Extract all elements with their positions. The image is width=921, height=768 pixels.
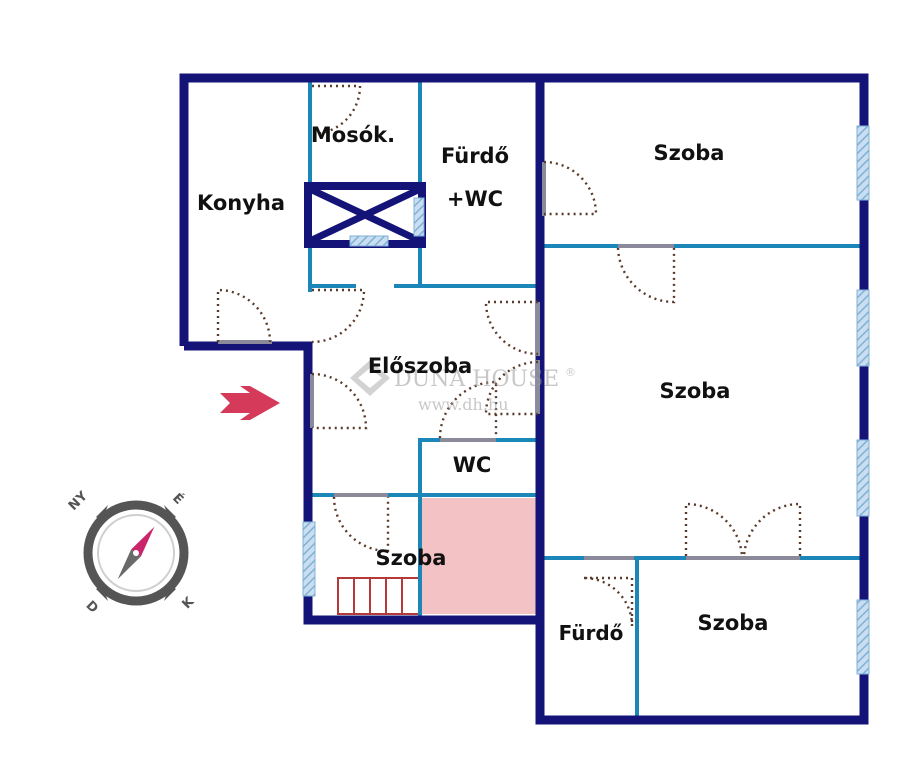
compass-north-label: É (169, 490, 187, 508)
label-szoba-center-right: Szoba (660, 379, 731, 403)
duna-house-logo-icon (350, 360, 390, 396)
door-sills (218, 162, 800, 560)
windows (302, 125, 870, 675)
duna-house-watermark: DUNA HOUSE ® www.dh.hu (350, 360, 576, 414)
label-furdo-bottom: Fürdő (559, 621, 624, 645)
label-furdo-wc-1: Fürdő (441, 144, 509, 168)
label-furdo-wc-2: +WC (447, 187, 503, 211)
compass-west-label: NY (66, 488, 91, 513)
door-swings (216, 84, 802, 627)
label-konyha: Konyha (197, 191, 285, 215)
watermark-brand: DUNA HOUSE (394, 367, 559, 392)
label-wc: WC (453, 453, 492, 477)
compass: NY É K D (66, 488, 198, 616)
label-mosokonyha: Mosók. (311, 123, 395, 147)
label-szoba-top-right: Szoba (654, 141, 725, 165)
compass-south-label: D (83, 598, 101, 616)
label-szoba-bottom-left: Szoba (376, 546, 447, 570)
watermark-registered: ® (565, 366, 576, 379)
label-eloszoba: Előszoba (368, 354, 472, 378)
highlight-area (420, 498, 536, 614)
compass-east-label: K (179, 594, 197, 612)
staircase (337, 577, 421, 615)
label-szoba-bottom-right: Szoba (698, 611, 769, 635)
watermark-url: www.dh.hu (418, 395, 509, 414)
entrance-arrow-icon (220, 386, 280, 420)
compass-needle-icon (117, 526, 155, 580)
